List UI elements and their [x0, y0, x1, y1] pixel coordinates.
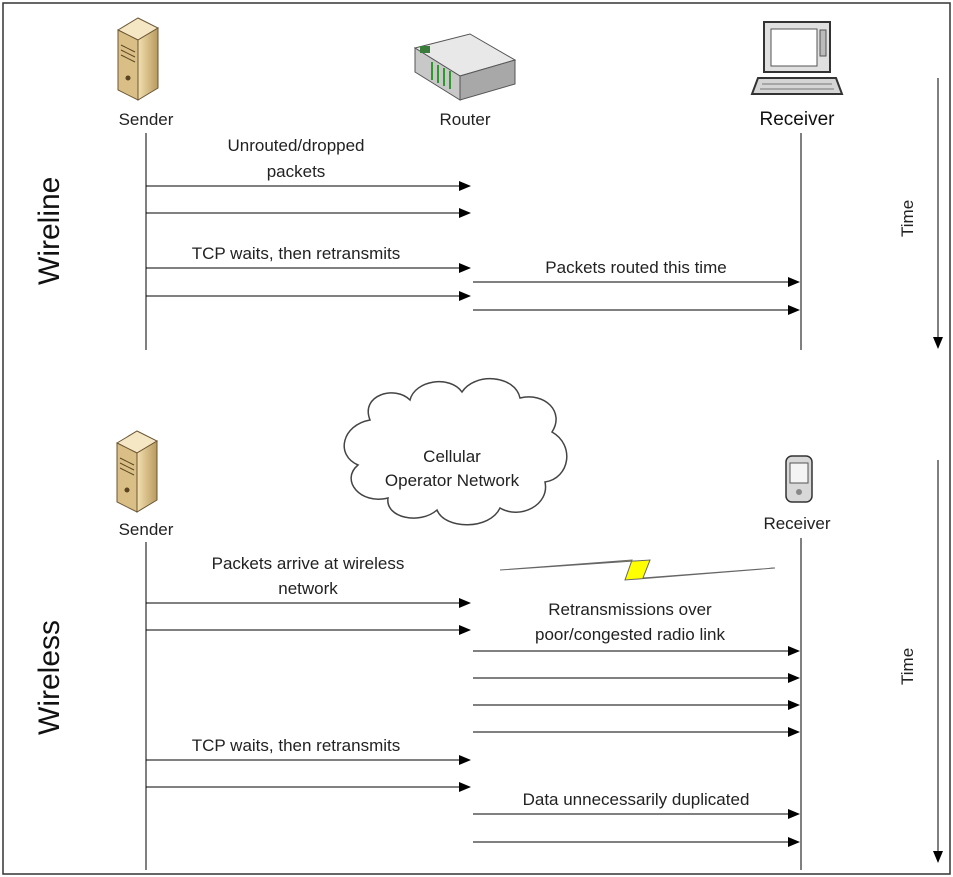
arrive-label-line1: Packets arrive at wireless — [212, 554, 405, 573]
cloud-label-line1: Cellular — [423, 447, 481, 466]
tcp-wait-label: TCP waits, then retransmits — [192, 244, 400, 263]
wireless-time-label: Time — [898, 648, 917, 685]
sender-server-icon — [115, 430, 159, 513]
routed-label: Packets routed this time — [545, 258, 726, 277]
radio-link-lightning-icon — [499, 559, 776, 581]
arrive-label-line2: network — [278, 579, 338, 598]
receiver-pda-icon — [785, 455, 813, 503]
wireless-section-label: Wireless — [33, 620, 66, 735]
cloud-label-line2: Operator Network — [385, 471, 520, 490]
sender-label: Sender — [119, 110, 174, 129]
duplicated-label: Data unnecessarily duplicated — [523, 790, 750, 809]
router-icon — [413, 33, 517, 101]
wireline-time-label: Time — [898, 200, 917, 237]
dropped-label-line1: Unrouted/dropped — [227, 136, 364, 155]
wireless-sender-label: Sender — [119, 520, 174, 539]
router-label: Router — [439, 110, 490, 129]
wireline-section-label: Wireline — [33, 177, 66, 285]
cellular-network-cloud — [343, 378, 568, 526]
receiver-label: Receiver — [760, 109, 836, 130]
dropped-label-line2: packets — [267, 162, 326, 181]
receiver-laptop-icon — [750, 21, 844, 95]
wireless-receiver-label: Receiver — [763, 514, 830, 533]
retrans-label-line2: poor/congested radio link — [535, 625, 725, 644]
sender-server-icon — [116, 17, 160, 101]
wireless-tcp-wait-label: TCP waits, then retransmits — [192, 736, 400, 755]
retrans-label-line1: Retransmissions over — [548, 600, 712, 619]
